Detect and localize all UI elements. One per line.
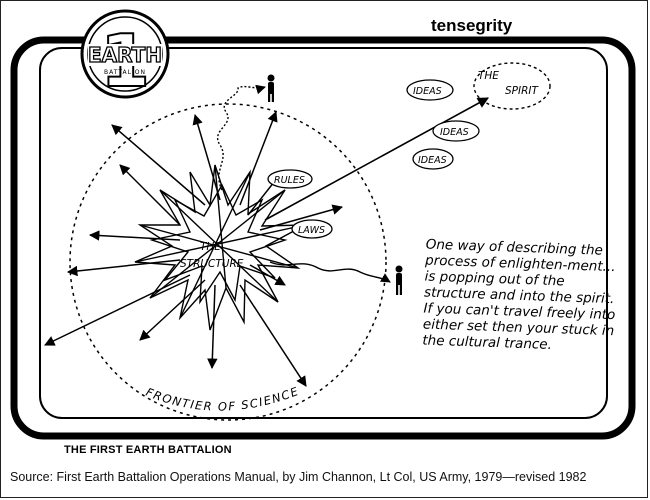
squiggle-right	[269, 261, 391, 283]
ideas-label-1: IDEAS	[413, 86, 442, 97]
frontier-label-path: FRONTIER OF SCIENCE	[144, 384, 300, 414]
ideas-bubble-1	[406, 79, 454, 101]
source-caption: Source: First Earth Battalion Operations…	[10, 470, 587, 484]
earth-battalion-logo: 1 EARTH BATTALION	[80, 9, 170, 104]
note-paragraph-2: If you can't travel freely into either s…	[422, 300, 616, 353]
structure-label-line2: STRUCTURE	[180, 258, 244, 270]
spirit-label-line2: SPIRIT	[505, 85, 539, 97]
rules-bubble	[267, 169, 313, 189]
spirit-label-line1: THE	[478, 70, 499, 82]
arrow-to-spirit	[264, 97, 489, 221]
ideas-label-3: IDEAS	[418, 155, 447, 166]
footer-title: THE FIRST EARTH BATTALION	[64, 444, 232, 456]
ideas-bubble-3	[412, 148, 454, 170]
ideas-label-2: IDEAS	[440, 127, 469, 138]
figure-top-icon	[267, 74, 275, 102]
figure-right-icon	[395, 265, 403, 295]
laws-bubble	[291, 219, 333, 239]
frontier-label: FRONTIER OF SCIENCE	[144, 384, 301, 414]
header-title: tensegrity	[431, 16, 513, 35]
squiggle-top	[217, 84, 266, 191]
panel-outer-border	[10, 36, 636, 440]
spirit-bubble	[473, 62, 551, 110]
rules-label: RULES	[274, 175, 305, 186]
logo-word-sub: BATTALION	[104, 69, 146, 76]
structure-web	[134, 164, 306, 331]
structure-arrows	[44, 111, 344, 387]
note-paragraph-1: One way of describing the process of enl…	[423, 236, 616, 308]
logo-word-main: EARTH	[88, 43, 162, 67]
ideas-bubble-2	[432, 120, 480, 142]
laws-label: LAWS	[298, 225, 325, 236]
handwritten-note: One way of describing the process of enl…	[422, 237, 626, 356]
panel-inner-border	[39, 47, 608, 419]
frontier-circle	[69, 103, 387, 421]
structure-label-line1: THE	[200, 241, 221, 253]
